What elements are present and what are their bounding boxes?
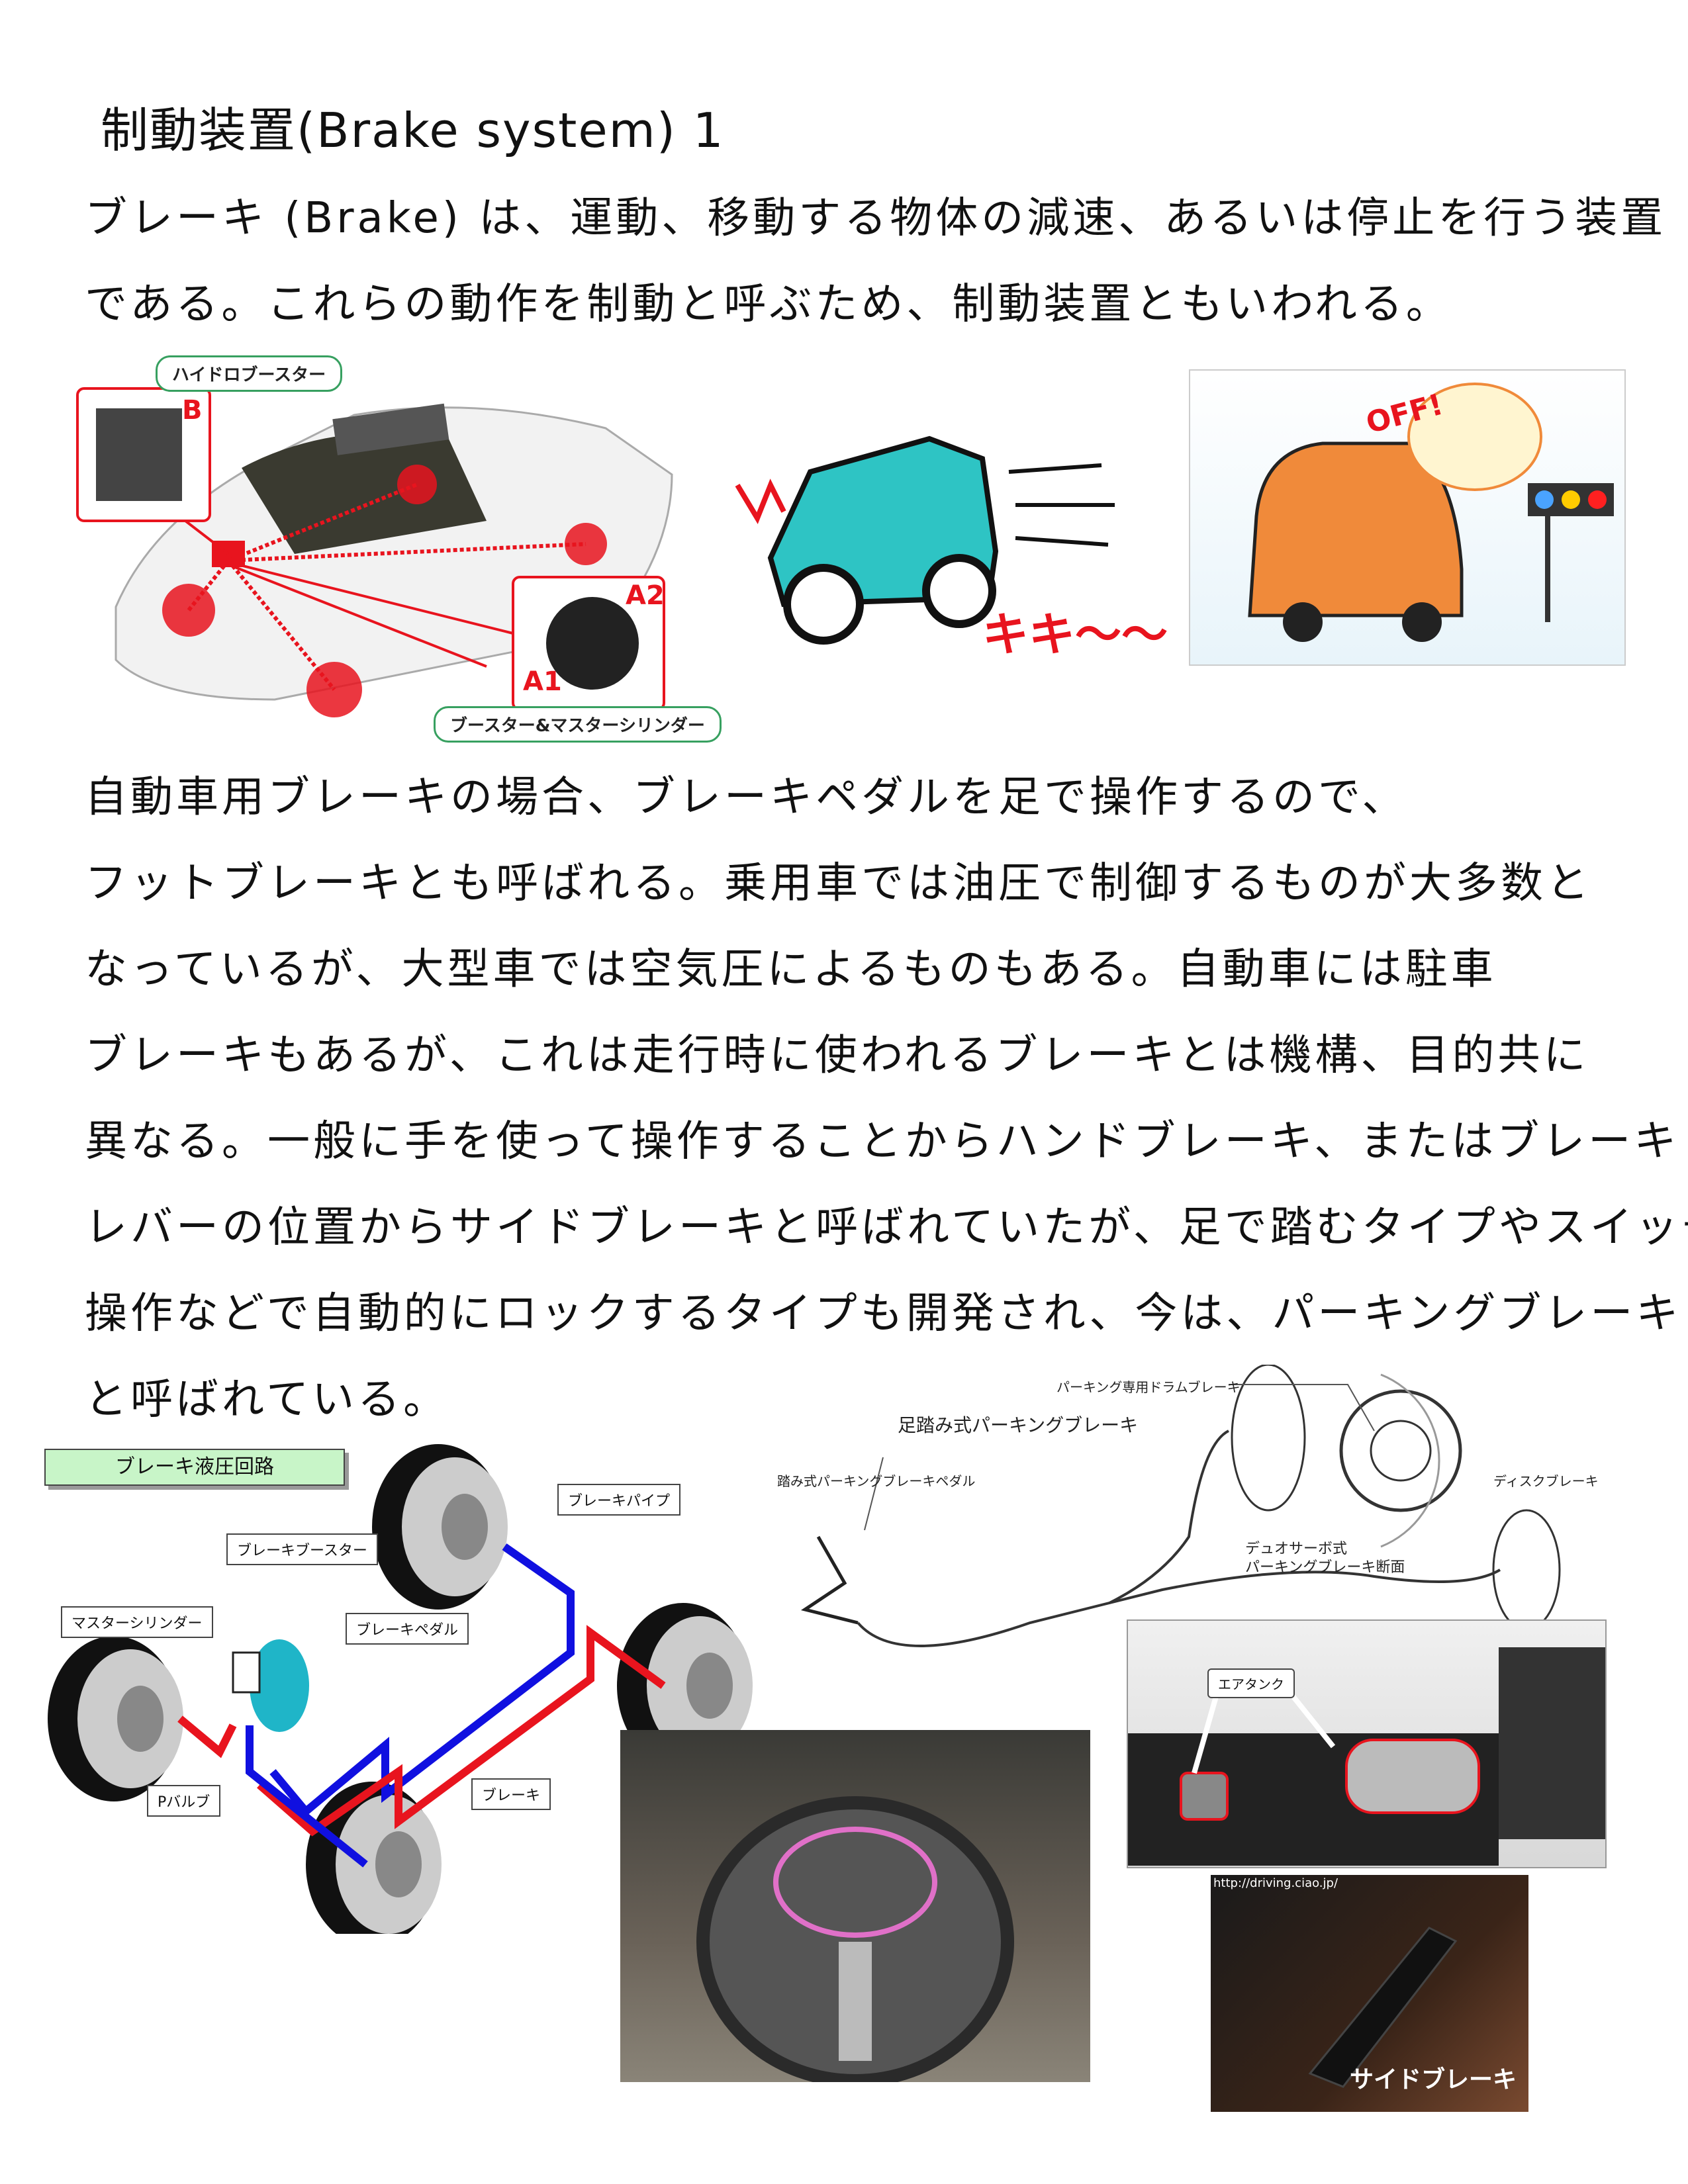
- parking-brake-diagram: 足踏み式パーキングブレーキ 踏み式パーキングブレーキペダル パーキング専用ドラム…: [765, 1365, 1619, 1656]
- text-line: と呼ばれている。: [85, 1375, 449, 1424]
- disc-brake-label: ディスクブレーキ: [1493, 1473, 1599, 1489]
- brake-pipe-label: ブレーキパイプ: [557, 1484, 681, 1516]
- main-paragraph: 自動車用ブレーキの場合、ブレーキペダルを足で操作するので、 フットブレーキとも呼…: [85, 754, 1688, 1443]
- intro-paragraph: ブレーキ (Brake) は、運動、移動する物体の減速、あるいは停止を行う装置 …: [85, 175, 1666, 347]
- drum-photo-shapes: [696, 1796, 1014, 2082]
- text-line: である。これらの動作を制動と呼ぶため、制動装置ともいわれる。: [85, 280, 1452, 329]
- cartoon-van: [1248, 383, 1614, 642]
- marker-a1: A1: [523, 666, 562, 697]
- text-line: レバーの位置からサイドブレーキと呼ばれていたが、足で踏むタイプやスイッチ: [85, 1203, 1688, 1252]
- truck-air-tank-photo: エアタンク: [1127, 1619, 1607, 1868]
- text-line: ブレーキもあるが、これは走行時に使われるブレーキとは機構、目的共に: [85, 1031, 1589, 1080]
- lever-shape: [1308, 1927, 1458, 2088]
- page-title: 制動装置(Brake system) 1: [101, 103, 725, 158]
- duo-servo-label-2: パーキングブレーキ断面: [1245, 1559, 1405, 1576]
- hydro-booster-label: ハイドロブースター: [156, 355, 343, 392]
- hydraulic-title-box: ブレーキ液圧回路: [44, 1449, 345, 1486]
- hydraulic-drawing: [48, 1444, 753, 1934]
- marker-b: B: [182, 395, 203, 426]
- text-line: 自動車用ブレーキの場合、ブレーキペダルを足で操作するので、: [85, 773, 1408, 822]
- side-brake-label: サイドブレーキ: [1350, 2066, 1517, 2093]
- air-tank-label: エアタンク: [1207, 1668, 1295, 1698]
- booster-master-label: ブースター&マスターシリンダー: [434, 706, 722, 743]
- duo-servo-label-1: デュオサーボ式: [1245, 1541, 1348, 1557]
- marker-a2: A2: [626, 580, 665, 611]
- brake-pedal-label: ブレーキペダル: [346, 1613, 469, 1645]
- source-url-text: http://driving.ciao.jp/: [1213, 1876, 1338, 1890]
- side-brake-photo: http://driving.ciao.jp/ サイドブレーキ: [1211, 1875, 1528, 2112]
- pedal-label: 踏み式パーキングブレーキペダル: [777, 1473, 976, 1489]
- car-brake-diagram: ハイドロブースター ブースター&マスターシリンダー B A2 A1: [76, 355, 751, 746]
- p-valve-label: Pバルブ: [147, 1785, 221, 1817]
- foot-parking-brake-label: 足踏み式パーキングブレーキ: [898, 1414, 1139, 1436]
- text-line: フットブレーキとも呼ばれる。乗用車では油圧で制御するものが大多数と: [85, 859, 1592, 908]
- parking-brake-drawing: [800, 1365, 1561, 1647]
- drum-brake-label: パーキング専用ドラムブレーキ: [1056, 1379, 1241, 1395]
- drum-brake-photo: [620, 1730, 1090, 2082]
- truck-photo-shapes: [1128, 1647, 1605, 1866]
- master-cylinder-label: マスターシリンダー: [61, 1606, 213, 1638]
- text-line: ブレーキ (Brake) は、運動、移動する物体の減速、あるいは停止を行う装置: [85, 194, 1667, 243]
- skidding-car-cartoon: キキ〜〜: [731, 386, 1181, 677]
- hydraulic-circuit-diagram: ブレーキ液圧回路 ブレーキパイプ ブレーキブースター マスターシリンダー ブレー…: [41, 1441, 763, 1934]
- skid-sound-text: キキ〜〜: [982, 608, 1168, 662]
- brake-booster-label: ブレーキブースター: [226, 1533, 378, 1565]
- van-stop-cartoon: OFF!: [1189, 369, 1626, 666]
- text-line: なっているが、大型車では空気圧によるものもある。自動車には駐車: [85, 945, 1497, 994]
- cartoon-car: [735, 435, 1115, 645]
- brake-label: ブレーキ: [471, 1778, 551, 1810]
- text-line: 操作などで自動的にロックするタイプも開発され、今は、パーキングブレーキ: [85, 1289, 1682, 1338]
- text-line: 異なる。一般に手を使って操作することからハンドブレーキ、またはブレーキ: [85, 1117, 1680, 1166]
- car-illustration: [76, 387, 673, 717]
